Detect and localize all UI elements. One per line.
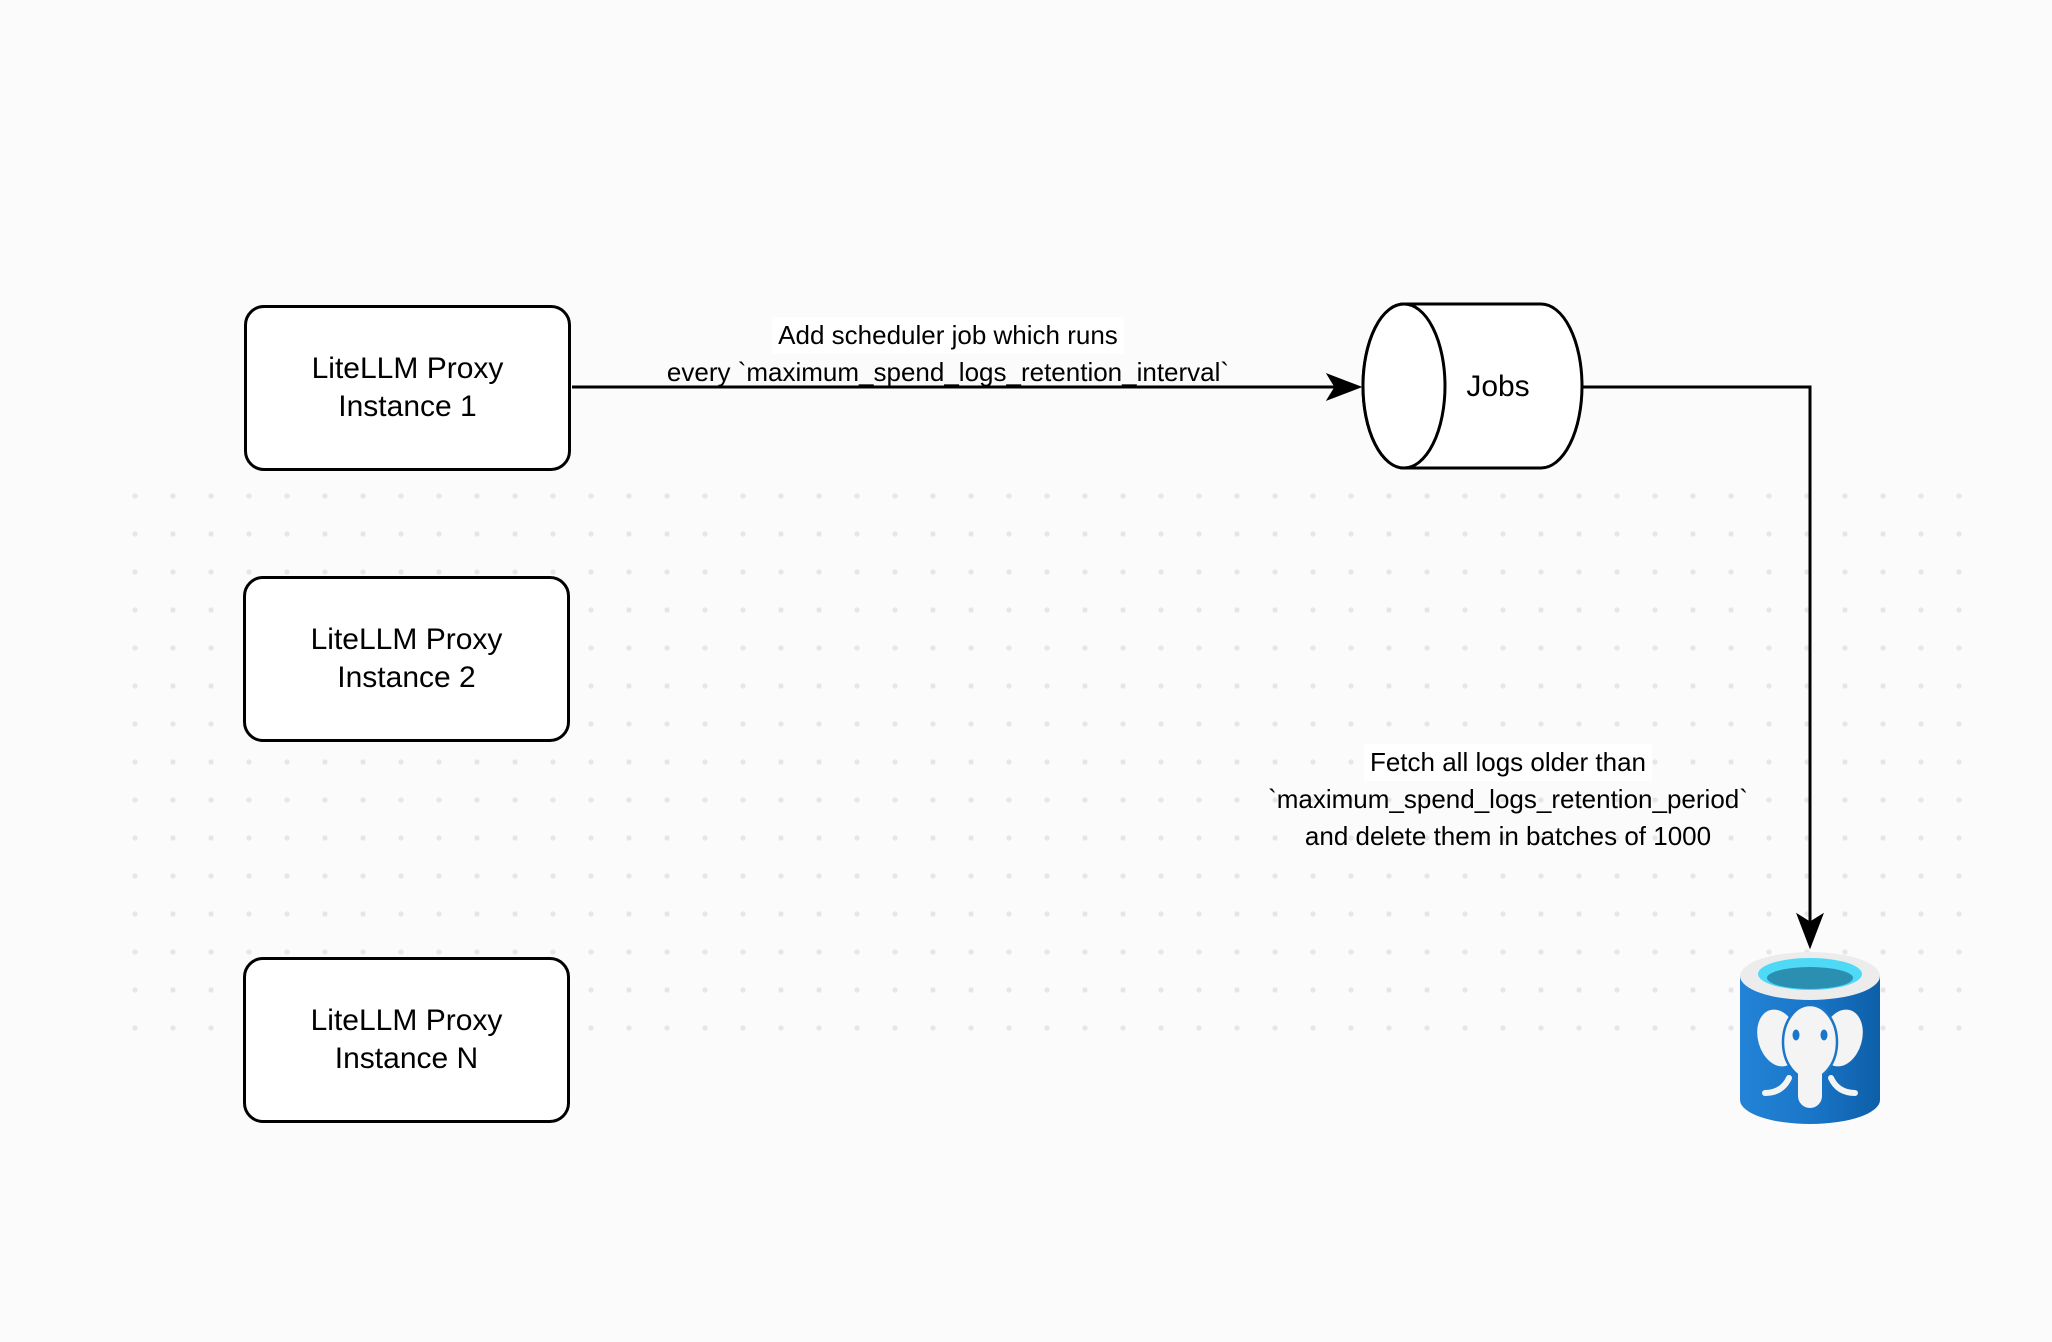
dot-grid-background <box>116 477 1978 1047</box>
edge-label-line: and delete them in batches of 1000 <box>1304 821 1712 851</box>
edge-label-line: every `maximum_spend_logs_retention_inte… <box>666 357 1230 387</box>
fetch-edge-line <box>1582 385 1812 923</box>
node-label-line: Instance 2 <box>337 661 476 694</box>
fetch-edge-label: Fetch all logs older than `maximum_spend… <box>1158 744 1858 855</box>
node-label-line: LiteLLM Proxy <box>311 352 504 385</box>
node-litellm-proxy-instance-1: LiteLLM Proxy Instance 1 <box>244 305 571 471</box>
edge-label-line: `maximum_spend_logs_retention_period` <box>1268 784 1748 814</box>
node-litellm-proxy-instance-n: LiteLLM Proxy Instance N <box>243 957 570 1123</box>
jobs-cylinder-shape <box>1361 302 1584 470</box>
postgresql-database-icon <box>1740 952 1880 1124</box>
node-label-line: LiteLLM Proxy <box>310 1004 503 1037</box>
node-label-line: Instance N <box>334 1042 479 1075</box>
fetch-edge-arrowhead-icon <box>1796 912 1824 950</box>
scheduler-edge-label: Add scheduler job which runs every `maxi… <box>598 317 1298 391</box>
edge-label-line: Fetch all logs older than <box>1158 744 1858 781</box>
scheduler-edge-arrowhead-icon <box>1325 373 1363 401</box>
edge-label-line: Add scheduler job which runs <box>598 317 1298 354</box>
node-label-line: Instance 1 <box>338 390 477 423</box>
node-label-line: LiteLLM Proxy <box>310 623 503 656</box>
node-litellm-proxy-instance-2: LiteLLM Proxy Instance 2 <box>243 576 570 742</box>
jobs-node-label: Jobs <box>1466 370 1530 403</box>
postgres-elephant-glyph <box>1757 1003 1863 1108</box>
